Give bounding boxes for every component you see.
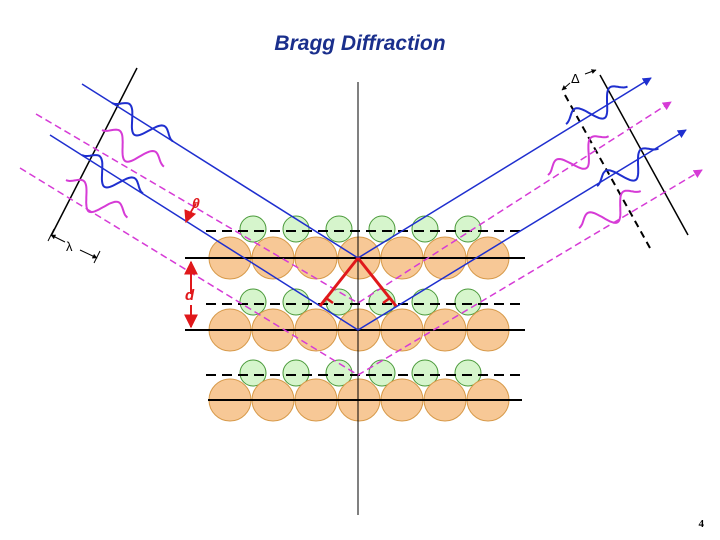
atom-small: [282, 288, 310, 316]
wave-packet: [578, 189, 642, 229]
atom-small: [368, 215, 396, 243]
wave-packet: [547, 135, 610, 176]
wavelength-arrow: [79, 249, 98, 259]
wave-packet: [65, 178, 129, 219]
spacing-indicator: d: [184, 260, 198, 329]
wave-packet: [596, 147, 659, 187]
magenta-ray-top: [35, 101, 672, 304]
wavelength-label: λ: [66, 239, 73, 254]
lattice-planes: [185, 230, 525, 401]
crystal-lattice: [208, 215, 510, 422]
atom-small: [239, 359, 267, 387]
atom-small: [239, 215, 267, 243]
path-difference-indicator: Δ: [561, 69, 597, 91]
atom-small: [411, 215, 439, 243]
page-title: Bragg Diffraction: [274, 32, 446, 55]
atom-small: [239, 288, 267, 316]
reflected-wavefront-dashed: [564, 94, 651, 249]
atom-small: [282, 359, 310, 387]
wave-packets: [65, 85, 659, 229]
atom-small: [325, 359, 353, 387]
magenta-rays: [19, 101, 703, 376]
angle-indicator: θ: [184, 195, 200, 224]
wave-packet: [81, 154, 144, 195]
atom-small: [411, 359, 439, 387]
path-difference-geometry: [318, 257, 398, 307]
spacing-label: d: [185, 287, 195, 304]
angle-label: θ: [192, 195, 200, 211]
delta-label: Δ: [571, 71, 580, 86]
page-number: 4: [698, 518, 705, 530]
atom-small: [325, 215, 353, 243]
wavelength-indicator: λ: [47, 228, 101, 264]
right-angle-mark-right: [382, 296, 397, 307]
wavelength-arrow: [50, 234, 66, 243]
right-angle-mark-left: [319, 296, 334, 307]
atom-small: [282, 215, 310, 243]
blue-ray-second: [49, 129, 687, 331]
atom-small: [454, 288, 482, 316]
atom-small: [454, 359, 482, 387]
blue-rays: [49, 77, 687, 331]
delta-arrow: [561, 82, 571, 91]
wave-packet: [565, 85, 628, 125]
magenta-ray-second: [19, 167, 703, 376]
angle-arc: [184, 203, 197, 224]
wave-packet: [101, 128, 165, 168]
atom-small: [411, 288, 439, 316]
delta-arrow: [584, 69, 597, 75]
wave-packet: [111, 102, 174, 143]
incident-wavefront: [50, 67, 138, 237]
atom-small: [454, 215, 482, 243]
